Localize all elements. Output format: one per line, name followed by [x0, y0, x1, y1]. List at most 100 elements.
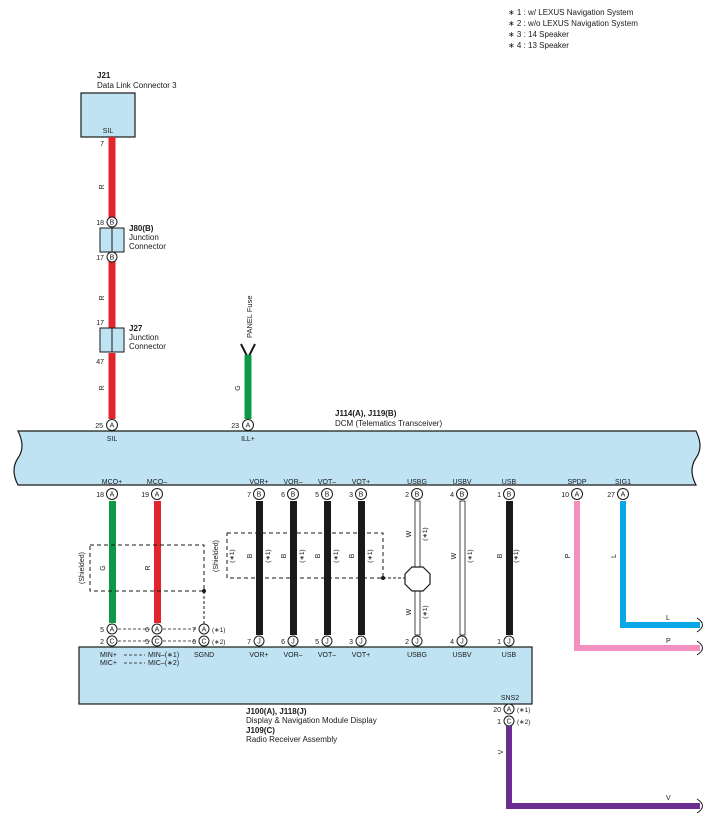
- ground-octagon-icon: [404, 566, 431, 592]
- display-pin-letter: J: [291, 639, 295, 646]
- dcm-bottom-pin-num: 3: [349, 492, 353, 499]
- wire-break-p-icon: [696, 640, 703, 656]
- shield-right-node: [381, 576, 385, 580]
- dcm-pin-sil-letter: A: [110, 423, 115, 430]
- display-pin-circle: [106, 635, 118, 647]
- dcm-bottom-pin-circle: [106, 488, 118, 500]
- dcm-bottom-pin-letter: B: [291, 492, 296, 499]
- wire-blue-sig1: [620, 501, 700, 628]
- display-pin-num: 2: [405, 639, 409, 646]
- display-pin-num: 6: [145, 627, 149, 634]
- dcm-name: DCM (Telematics Transceiver): [335, 419, 442, 428]
- star-usbg-1: (∗1): [422, 527, 429, 540]
- sns2-terminals: A 20 (∗1) C 1 (∗2) V V: [493, 703, 703, 814]
- label-r: R: [145, 565, 152, 570]
- display-id1: J100(A), J118(J): [246, 707, 307, 716]
- dcm-label-sil: SIL: [107, 436, 118, 443]
- display-id2: J109(C): [246, 726, 275, 735]
- display-pin-num: 5: [100, 627, 104, 634]
- fuse-label: PANEL Fuse: [245, 295, 254, 338]
- dcm-bottom-pin-circle: [456, 488, 468, 500]
- disp-label-min-minus: MIN–(∗1): [148, 652, 179, 659]
- shield-right-box: [226, 532, 384, 579]
- j80-name1: Junction: [129, 233, 159, 242]
- dcm-bottom-label: SIG1: [615, 479, 631, 486]
- display-pin-num: 1: [497, 639, 501, 646]
- label-l: L: [611, 554, 618, 558]
- display-pin-letter: C: [201, 639, 206, 646]
- dcm-bottom-pin-letter: A: [155, 492, 160, 499]
- j80-pin-top: 18: [96, 220, 104, 227]
- display-pin-num: 5: [145, 639, 149, 646]
- disp-label-sgnd: SGND: [194, 652, 214, 659]
- star-usb: (∗1): [513, 549, 520, 562]
- dcm-bottom-pin-circle: [503, 488, 515, 500]
- dcm-bottom-pin-num: 6: [281, 492, 285, 499]
- dcm-bottom-pin-circle: [355, 488, 367, 500]
- j27-name2: Connector: [129, 342, 166, 351]
- sns-a-star: (∗1): [517, 707, 530, 714]
- dcm-bottom-pin-letter: A: [575, 492, 580, 499]
- j21-id: J21: [97, 71, 111, 80]
- display-pin-circle: [456, 635, 468, 647]
- disp-label-min-plus: MIN+: [100, 652, 117, 659]
- dcm-bottom-pin-letter: B: [325, 492, 330, 499]
- wire-red-1-label: R: [99, 184, 106, 189]
- label-w3: W: [451, 552, 458, 559]
- display-pin-circle: [151, 623, 163, 635]
- dcm-bottom-label: USBG: [407, 479, 427, 486]
- sns-c-star: (∗2): [517, 719, 530, 726]
- dcm-bottom-pin-letter: B: [415, 492, 420, 499]
- j80-pin-bottom: 17: [96, 255, 104, 262]
- label-b1: B: [247, 553, 254, 558]
- wire-red-1: [108, 137, 116, 219]
- dcm-bottom-pin-num: 4: [450, 492, 454, 499]
- dcm-bottom-terminals: MCO+A18MCO–A19VOR+B7VOR–B6VOT–B5VOT+B3US…: [96, 479, 631, 500]
- display-body: [78, 646, 533, 705]
- display-pin-circle: [287, 635, 299, 647]
- display-name2: Radio Receiver Assembly: [246, 735, 337, 744]
- display-pin-letter: C: [109, 639, 114, 646]
- display-pin-num: 6: [192, 639, 196, 646]
- label-b5: B: [497, 553, 504, 558]
- shield-right-label: (Shielded): [213, 540, 220, 572]
- disp-label-usbg: USBG: [407, 652, 427, 659]
- disp-label-sns2: SNS2: [501, 695, 519, 702]
- j21-body: [80, 92, 136, 138]
- j80-pin-top-circle: [106, 216, 118, 228]
- wire-red-2: [108, 261, 116, 328]
- dcm-bottom-pin-num: 1: [497, 492, 501, 499]
- wire-break-l-icon: [696, 617, 703, 633]
- dcm-bottom-label: VOT+: [352, 479, 370, 486]
- disp-label-vot-plus: VOT+: [352, 652, 370, 659]
- dcm-body: [13, 430, 701, 486]
- j21-connector: J21 Data Link Connector 3 SIL 7: [80, 71, 177, 148]
- j21-pin: 7: [100, 141, 104, 148]
- dcm-top-terminals: A 25 A 23 J114(A), J119(B) DCM (Telemati…: [95, 409, 442, 431]
- dcm-bottom-pin-letter: B: [460, 492, 465, 499]
- wire-red-mco-minus: [154, 501, 161, 623]
- display-pin-num: 2: [100, 639, 104, 646]
- dcm-bottom-pin-letter: A: [621, 492, 626, 499]
- sns-c-pin: 1: [497, 719, 501, 726]
- dcm-bottom-label: SPDP: [567, 479, 586, 486]
- display-pin-letter: J: [460, 639, 464, 646]
- display-pin-letter: A: [110, 627, 115, 634]
- note-2: ∗ 2 : w/o LEXUS Navigation System: [508, 19, 638, 28]
- shield-left-node: [202, 589, 206, 593]
- disp-label-usb: USB: [502, 652, 517, 659]
- dcm-bottom-label: USBV: [452, 479, 471, 486]
- disp-label-mic-minus: MIC–(∗2): [148, 660, 179, 667]
- display-pin-num: 5: [315, 639, 319, 646]
- dcm-bottom-pin-circle: [321, 488, 333, 500]
- wire-black-vor-plus: [256, 501, 263, 635]
- display-pin-letter: J: [415, 639, 419, 646]
- display-pin-letter: J: [325, 639, 329, 646]
- disp-label-usbv: USBV: [452, 652, 471, 659]
- display-pin-circle: [253, 635, 265, 647]
- label-w2: W: [406, 608, 413, 615]
- wire-black-vot-plus: [358, 501, 365, 635]
- disp-label-mic-plus: MIC+: [100, 660, 117, 667]
- wire-black-vot-minus: [324, 501, 331, 635]
